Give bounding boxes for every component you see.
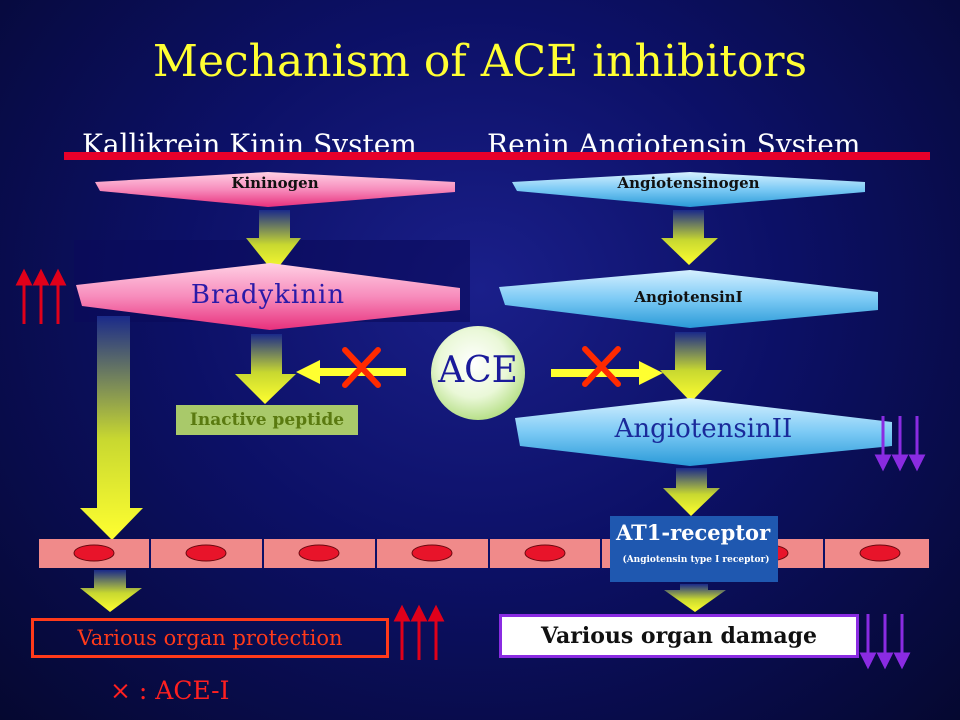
triple-down-arrow-icon	[874, 416, 926, 472]
bradykinin-box	[76, 263, 460, 330]
ace-label: ACE	[438, 350, 518, 391]
triple-up-arrow-icon	[393, 604, 445, 660]
angiotensin2-label: AngiotensinII	[614, 414, 793, 444]
arrow-membrane-to-protection	[80, 570, 142, 612]
at1-receptor-label: AT1-receptor	[616, 520, 771, 545]
arrow-bradykinin-to-inactive	[235, 334, 296, 404]
cell-membrane	[39, 539, 929, 568]
inactive-peptide-box: Inactive peptide	[176, 405, 358, 435]
arrow-at1-to-damage	[664, 584, 726, 612]
legend-ace-inhibitor: × : ACE-I	[110, 676, 230, 705]
angiotensin1-label: AngiotensinI	[634, 288, 743, 306]
header-divider	[64, 152, 930, 160]
at1-receptor-fullname: (Angiotensin type I receptor)	[622, 555, 770, 565]
triple-down-arrow-icon	[859, 614, 911, 670]
angiotensinogen-box	[512, 172, 865, 207]
kininogen-box	[95, 172, 455, 207]
arrow-angiotensin2-to-at1	[663, 468, 720, 516]
organ-damage-box: Various organ damage	[499, 614, 859, 658]
arrow-kininogen-to-bradykinin	[246, 210, 301, 273]
ace-enzyme-circle	[431, 326, 525, 420]
inhibit-cross-icon	[342, 347, 381, 388]
arrow-angiotensinogen-to-angiotensin1	[661, 210, 718, 265]
angiotensin1-box	[499, 270, 878, 328]
arrow-angiotensin1-to-angiotensin2	[660, 332, 722, 402]
page-title: Mechanism of ACE inhibitors	[152, 36, 808, 87]
bradykinin-label: Bradykinin	[190, 280, 346, 310]
inhibit-cross-icon	[582, 346, 621, 387]
organ-protection-box: Various organ protection	[31, 618, 389, 658]
at1-receptor-box	[610, 516, 778, 582]
kininogen-label: Kininogen	[231, 174, 319, 192]
triple-up-arrow-icon	[15, 268, 67, 324]
angiotensinogen-label: Angiotensinogen	[617, 174, 760, 192]
arrow-bradykinin-to-membrane	[80, 316, 143, 540]
angiotensin2-box	[515, 398, 892, 466]
